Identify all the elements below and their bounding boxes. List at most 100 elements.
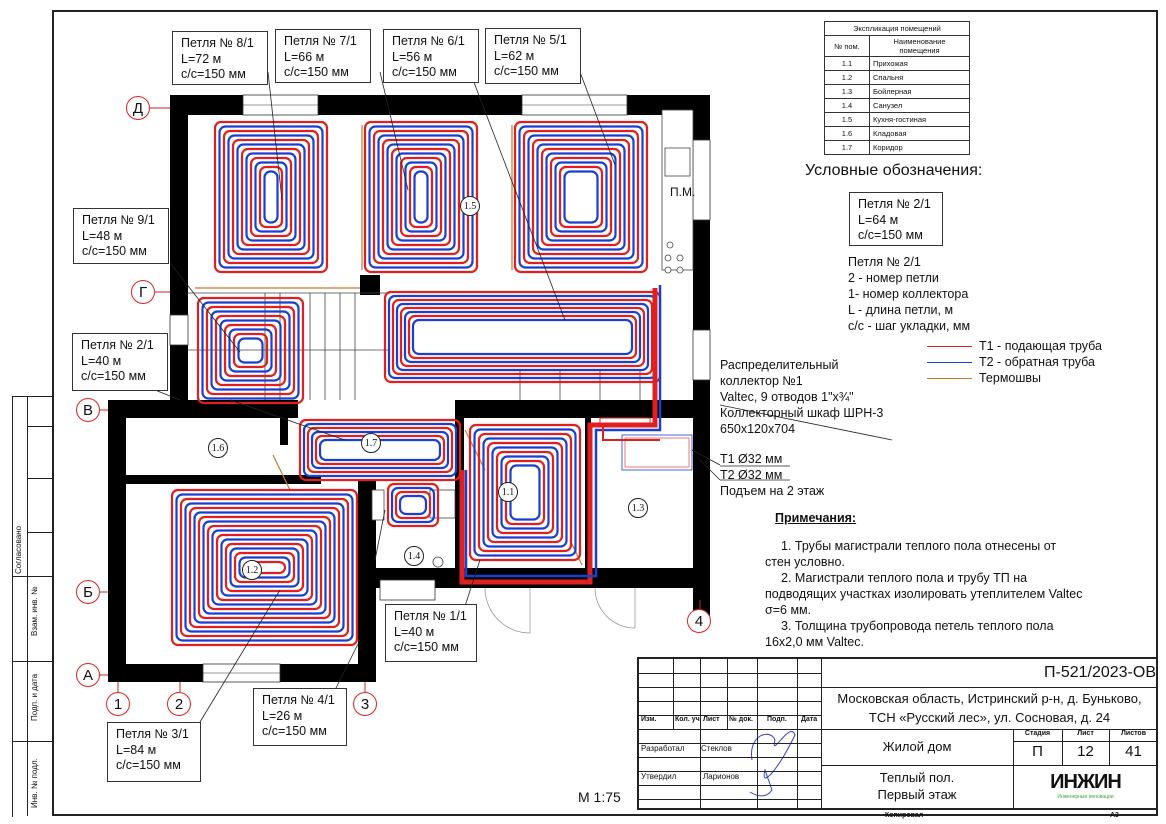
drawing-code: П-521/2023-ОВ (1043, 664, 1156, 681)
kitchen-fixtures (661, 109, 694, 274)
supply-pipe (215, 533, 314, 602)
axis-row-B: Б (76, 580, 100, 604)
return-pipe (398, 494, 428, 516)
supply-pipe (298, 418, 462, 482)
supply-pipe (206, 524, 323, 611)
supply-pipe (408, 165, 434, 229)
return-pipe (395, 152, 447, 242)
leader-lines (154, 71, 893, 723)
return-line-icon (927, 361, 972, 363)
supply-pipe (249, 156, 293, 238)
project-address: Московская область, Истринский р-н, д. Б… (837, 691, 1142, 725)
joint-line-icon (927, 377, 972, 379)
room-marker: 1.4 (404, 546, 424, 566)
t1-diameter: Т1 Ø32 мм (720, 452, 783, 466)
return-pipe (368, 125, 474, 269)
supply-line-icon (927, 345, 972, 347)
supply-pipe (390, 147, 452, 247)
supply-pipe (531, 138, 631, 256)
return-pipe (302, 422, 458, 478)
room-marker: 1.7 (361, 433, 381, 453)
developed-label: Разработал (641, 744, 685, 753)
supply-pipe (205, 305, 296, 396)
doors (484, 587, 636, 634)
return-pipe (175, 493, 354, 642)
return-pipe (228, 328, 273, 373)
return-pipe (404, 161, 438, 233)
sheet-value: 12 (1077, 743, 1094, 760)
tb-header: Лист (703, 716, 720, 723)
explication-col-num: № пом. (824, 35, 870, 57)
axis-row-A: А (76, 663, 100, 687)
note-item: 1. Трубы магистрали теплого пола отнесен… (765, 539, 1057, 569)
return-pipe (310, 430, 450, 470)
riser-note: Подъем на 2 этаж (720, 484, 825, 498)
supply-pipe (179, 497, 350, 638)
supply-pipe (477, 432, 573, 553)
return-pipe (218, 125, 324, 269)
note-item: 3. Толщина трубопровода петель теплого п… (765, 619, 1054, 649)
developed-name: Стеклов (701, 744, 732, 753)
drawing-title: Теплый пол. Первый этаж (877, 770, 957, 802)
side-stamp-strip: Согласовано Взам. инв. № Подп. и дата Ин… (0, 396, 53, 817)
return-pipe (403, 310, 642, 364)
supply-pipe (549, 156, 613, 238)
explication-col-name: Наименование помещения (869, 35, 970, 57)
return-pipe (263, 170, 279, 224)
return-pipe (491, 446, 559, 539)
mains (459, 285, 662, 585)
room-marker: 1.3 (628, 498, 648, 518)
return-pipe (237, 337, 264, 364)
return-pipe (545, 152, 617, 242)
return-pipe (210, 310, 291, 391)
supply-pipe (381, 138, 461, 256)
return-pipe (390, 486, 436, 524)
return-pipe (413, 170, 429, 224)
supply-pipe (314, 434, 446, 466)
legend-joint: Термошвы (927, 370, 1102, 386)
return-pipe (563, 170, 599, 224)
explication-title: Экспликация помещений (824, 21, 970, 36)
supply-pipe (558, 165, 604, 229)
legend-supply: Т1 - подающая труба (927, 338, 1102, 354)
supply-pipe (486, 441, 564, 544)
scale-label: М 1:75 (578, 789, 621, 805)
supply-pipe (513, 120, 649, 274)
t2-diameter: Т2 Ø32 мм (720, 468, 783, 482)
return-pipe (219, 319, 282, 382)
supply-pipe (399, 156, 443, 238)
copied-label: Копировал (885, 812, 924, 819)
return-pipe (395, 302, 650, 372)
sheets-header: Листов (1120, 730, 1147, 737)
supply-pipe (214, 314, 287, 387)
return-pipe (201, 301, 300, 400)
collector-note: Распределительный коллектор №1 Valtec, 9… (720, 358, 884, 498)
axis-row-D: Д (126, 96, 150, 120)
supply-pipe (213, 120, 329, 274)
building-name: Жилой дом (882, 739, 952, 754)
return-pipe (220, 538, 309, 597)
axis-col-3: 3 (353, 692, 377, 716)
drawing-frame (52, 10, 1158, 816)
notes-block: Примечания: 1. Трубы магистрали теплого … (765, 510, 1085, 650)
room-marker: 1.1 (498, 482, 518, 502)
return-pipe (202, 520, 327, 615)
format-label: А3 (1110, 812, 1119, 819)
return-pipe (536, 143, 626, 251)
return-pipe (554, 161, 608, 233)
return-pipe (236, 143, 306, 251)
legend-title: Условные обозначения: (805, 162, 983, 179)
return-pipe (411, 318, 634, 356)
supply-pipe (306, 426, 454, 474)
